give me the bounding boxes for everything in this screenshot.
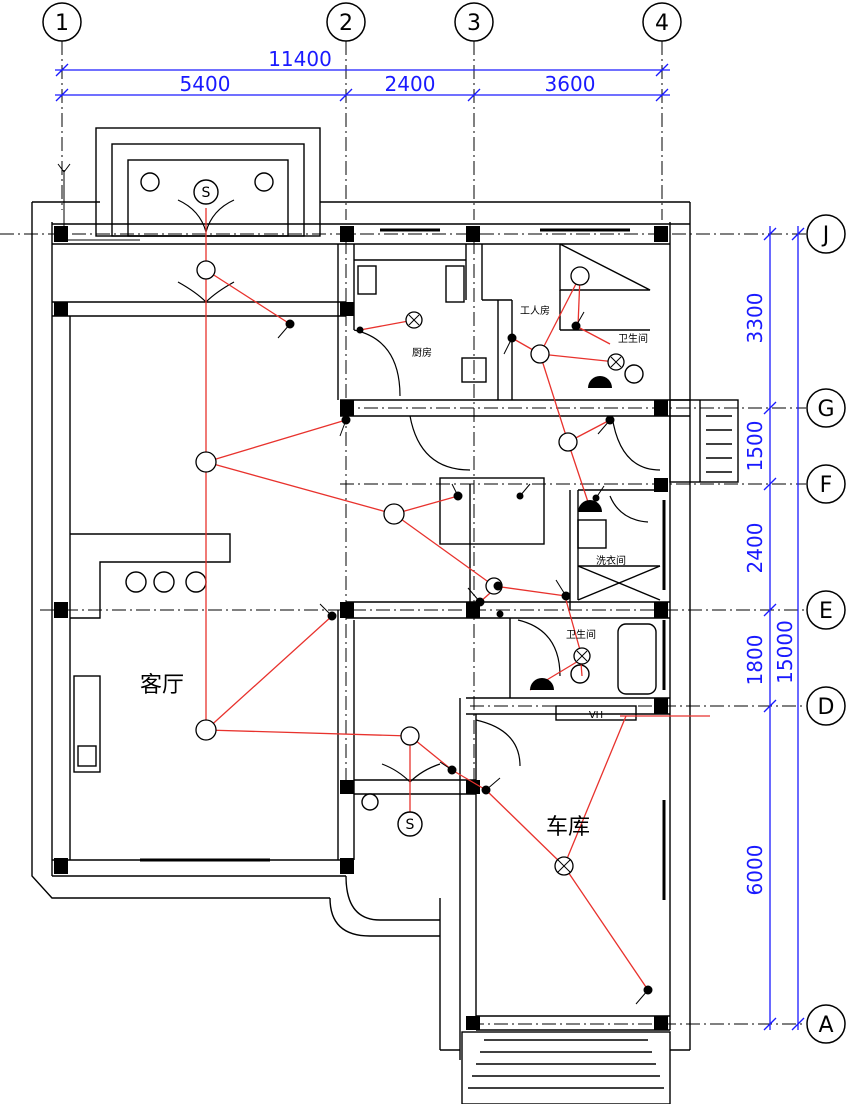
ceiling-light-icon <box>558 432 578 452</box>
right-dimension-lines <box>763 226 805 1031</box>
axis-bubble-D <box>806 686 846 726</box>
dim-right-seg-3: 2400 <box>743 523 767 574</box>
axis-label-1: 1 <box>55 11 69 36</box>
room-label-garage: 车库 <box>546 815 590 840</box>
axis-bubble-A <box>806 1004 846 1044</box>
top-dimension-lines <box>55 63 670 102</box>
ceiling-light-icon <box>530 344 550 364</box>
axis-label-3: 3 <box>467 11 481 36</box>
room-label-laundry: 洗衣间 <box>596 554 626 567</box>
dim-right-seg-1: 3300 <box>743 293 767 344</box>
dim-top-seg-3: 3600 <box>545 72 596 96</box>
top-axis-markers <box>42 2 682 42</box>
room-label-living: 客厅 <box>140 673 184 698</box>
dim-right-seg-2: 1500 <box>743 421 767 472</box>
fan-crosses <box>408 314 622 873</box>
dim-right-total: 15000 <box>773 620 797 684</box>
fixtures <box>125 172 644 811</box>
right-axis-lines <box>0 233 806 1025</box>
room-label-kitchen: 厨房 <box>412 346 432 359</box>
room-label-bath-lower: 卫生间 <box>566 628 596 641</box>
switch-symbols <box>193 179 423 837</box>
axis-bubble-J <box>806 214 846 254</box>
axis-label-J: J <box>821 223 830 248</box>
axis-label-E: E <box>819 599 833 624</box>
ceiling-light-icon <box>400 726 420 746</box>
switch-s-label-bottom: S <box>406 817 415 833</box>
ceiling-light-icon <box>196 260 216 280</box>
room-label-bath-upper: 卫生间 <box>618 332 648 345</box>
ceiling-light-icon <box>195 451 217 473</box>
axis-label-F: F <box>820 473 833 498</box>
room-label-maid: 工人房 <box>520 304 550 317</box>
axis-bubble-G <box>806 388 846 428</box>
dim-top-seg-2: 2400 <box>385 72 436 96</box>
ceiling-light-icon <box>570 266 590 286</box>
axis-label-G: G <box>817 397 834 422</box>
dim-top-total: 11400 <box>268 47 332 71</box>
right-axis-markers <box>806 214 846 1044</box>
incoming-line-icon <box>57 163 140 241</box>
switch-s-icon <box>193 179 219 205</box>
switch-s-icon <box>397 811 423 837</box>
ceiling-light-icon <box>195 719 217 741</box>
dim-right-seg-4: 1800 <box>743 635 767 686</box>
axis-label-2: 2 <box>339 11 353 36</box>
switch-s-label-top: S <box>202 185 211 201</box>
axis-label-4: 4 <box>655 11 669 36</box>
walls <box>31 127 739 1104</box>
wall-switches <box>277 311 653 1005</box>
axis-bubble-F <box>806 464 846 504</box>
axis-label-A: A <box>818 1013 833 1038</box>
structural-columns <box>54 226 668 1030</box>
axis-bubble-E <box>806 590 846 630</box>
ceiling-light-icon <box>383 503 405 525</box>
dim-right-seg-5: 6000 <box>743 845 767 896</box>
doors <box>177 199 661 783</box>
meter-box-label: VH <box>589 710 603 721</box>
dim-top-seg-1: 5400 <box>180 72 231 96</box>
electrical-wiring <box>205 208 710 991</box>
axis-label-D: D <box>818 695 835 720</box>
